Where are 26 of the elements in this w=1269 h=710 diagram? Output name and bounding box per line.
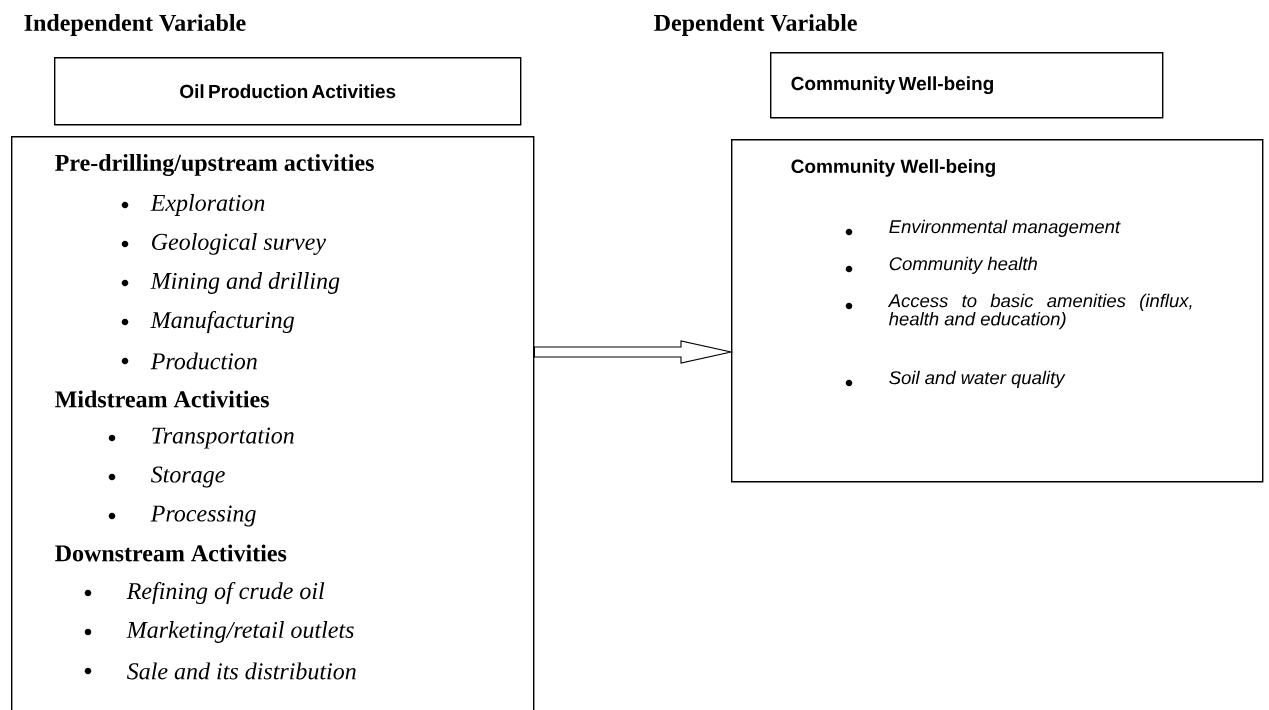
list-item: Storage xyxy=(108,466,225,488)
list-item: Exploration xyxy=(121,194,265,216)
list-item: Community health xyxy=(845,256,1037,274)
content-box xyxy=(11,136,535,710)
list-item: Sale and its distribution xyxy=(84,662,356,680)
list-item: Access to basic amenities (influx, health and education) xyxy=(845,293,1192,330)
content-box xyxy=(731,139,1264,483)
box-heading: Community Well-being xyxy=(791,159,995,177)
list-item: Geological survey xyxy=(121,233,326,255)
section-heading: Midstream Activities xyxy=(55,390,269,408)
variable-heading: Dependent Variable xyxy=(654,14,857,36)
list-item: Environmental management xyxy=(845,219,1121,237)
list-item: Processing xyxy=(108,505,256,527)
list-item: Refining of crude oil xyxy=(84,582,325,604)
variable-heading: Independent Variable xyxy=(24,14,246,36)
list-item: Production xyxy=(121,352,257,370)
section-heading: Pre-drilling/upstream activities xyxy=(55,154,374,176)
arrow xyxy=(533,340,734,364)
list-item: Transportation xyxy=(108,427,294,449)
variable-box: Community Well-being xyxy=(770,52,1164,119)
list-item: Soil and water quality xyxy=(845,370,1066,388)
list-item: Marketing/retail outlets xyxy=(84,621,354,643)
list-item: Mining and drilling xyxy=(121,272,340,294)
list-item: Manufacturing xyxy=(121,311,294,333)
variable-box: Oil Production Activities xyxy=(54,57,522,126)
section-heading: Downstream Activities xyxy=(55,544,287,562)
